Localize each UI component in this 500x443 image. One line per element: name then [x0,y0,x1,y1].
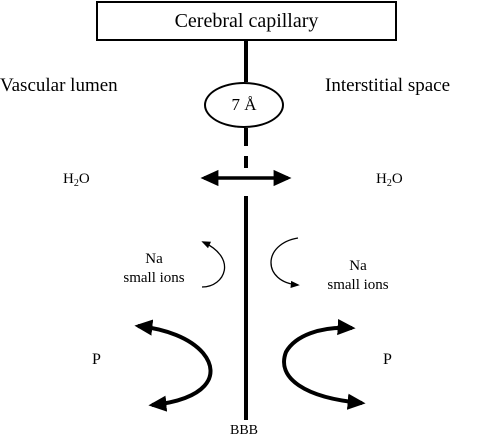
bbb-label: BBB [230,423,259,438]
protein-right-label: P [383,351,392,368]
vascular-lumen-label: Vascular lumen [0,75,118,96]
ions-left-arrow [201,241,226,288]
protein-left-label: P [92,351,101,368]
cerebral-capillary-label: Cerebral capillary [174,9,319,32]
small-ions-right-label: Na small ions [327,258,389,293]
ions-right-arrow [270,237,300,288]
pore-size-label: 7 Å [231,95,257,114]
cerebral-capillary-box: Cerebral capillary [96,1,397,41]
interstitial-space-label: Interstitial space [325,75,451,96]
protein-left-arrow [134,319,213,412]
water-right-label: H2O [376,171,403,189]
pore-ellipse: 7 Å [204,82,284,128]
small-ions-left-label: Na small ions [123,251,185,286]
protein-right-arrow [282,319,366,410]
water-left-label: H2O [63,171,90,189]
